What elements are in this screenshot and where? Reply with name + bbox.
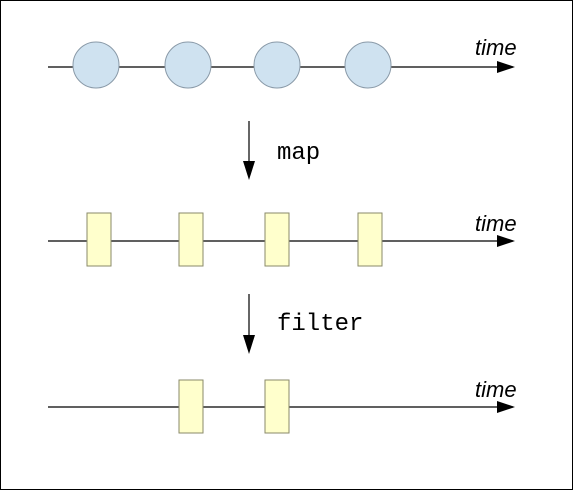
operator-map-arrowhead — [243, 161, 255, 180]
timeline-mapped-time-label: time — [475, 211, 517, 236]
filtered-item-2 — [264, 379, 290, 434]
mapped-item-1 — [86, 212, 112, 267]
timeline-filtered-arrowhead — [497, 401, 515, 413]
timeline-source-time-label: time — [475, 35, 517, 60]
source-item-1 — [72, 41, 120, 89]
filtered-item-1 — [178, 379, 204, 434]
mapped-item-2 — [178, 212, 204, 267]
timeline-filtered-time-label: time — [475, 377, 517, 402]
operator-filter: filter — [243, 294, 363, 354]
operator-map: map — [243, 121, 320, 180]
mapped-item-4 — [357, 212, 383, 267]
operator-map-label: map — [277, 140, 320, 167]
operator-filter-arrowhead — [243, 335, 255, 354]
source-item-4 — [344, 41, 392, 89]
timeline-mapped-arrowhead — [497, 235, 515, 247]
timeline-filtered: time — [48, 377, 517, 434]
timeline-source: time — [48, 35, 517, 89]
source-item-2 — [164, 41, 212, 89]
timeline-source-arrowhead — [497, 61, 515, 73]
timeline-mapped: time — [48, 211, 517, 267]
operator-filter-label: filter — [277, 311, 363, 338]
mapped-item-3 — [264, 212, 290, 267]
source-item-3 — [253, 41, 301, 89]
